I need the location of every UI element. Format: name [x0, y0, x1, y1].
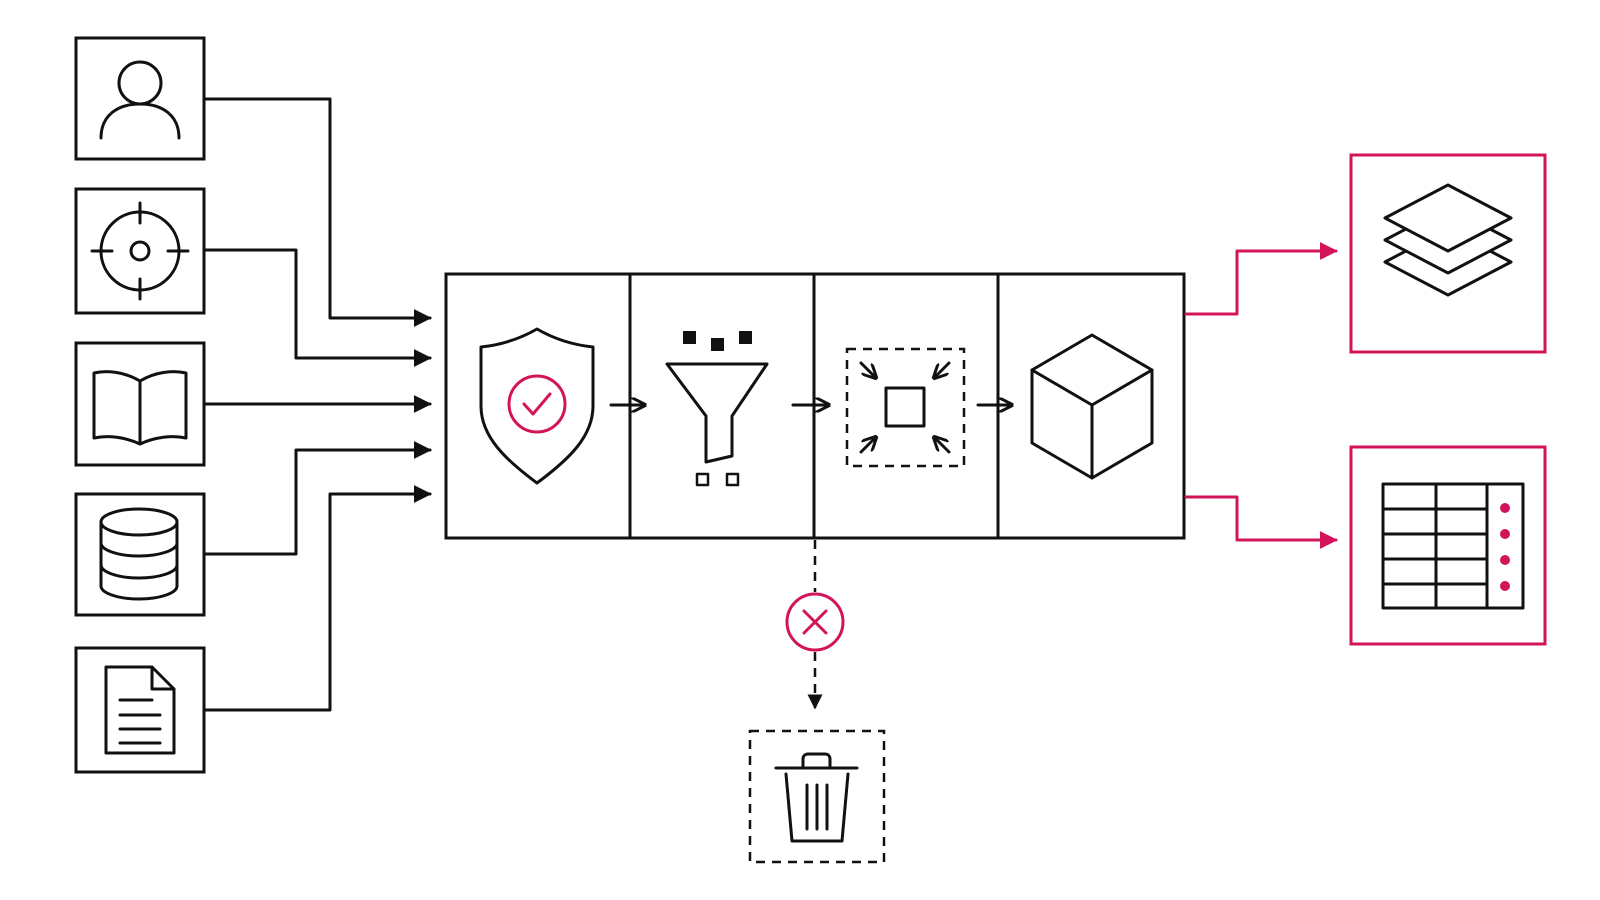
input-book[interactable] — [74, 341, 206, 467]
stage-filter[interactable] — [665, 331, 769, 487]
table-icon — [1381, 482, 1525, 610]
reject-marker[interactable] — [785, 592, 845, 652]
stage-validate[interactable] — [479, 327, 595, 485]
database-icon — [99, 507, 179, 601]
user-icon — [99, 60, 181, 140]
output-layers[interactable] — [1349, 153, 1547, 354]
input-document[interactable] — [74, 646, 206, 774]
book-icon — [92, 370, 188, 446]
layers-icon — [1383, 183, 1513, 297]
cube-icon — [1030, 333, 1154, 480]
input-user[interactable] — [74, 36, 206, 161]
output-connectors — [1184, 242, 1338, 549]
document-icon — [104, 665, 176, 755]
funnel-filter-icon — [665, 331, 769, 487]
shield-check-icon — [479, 327, 595, 485]
input-database[interactable] — [74, 492, 206, 617]
compress-icon — [845, 347, 966, 468]
trash-bin[interactable] — [748, 729, 886, 864]
target-icon — [90, 201, 190, 301]
output-table[interactable] — [1349, 445, 1547, 646]
input-connectors — [203, 97, 432, 712]
stage-compress[interactable] — [845, 347, 966, 468]
reject-x-icon — [785, 592, 845, 652]
trash-icon — [774, 752, 859, 843]
input-target[interactable] — [74, 187, 206, 315]
stage-package[interactable] — [1030, 333, 1154, 480]
